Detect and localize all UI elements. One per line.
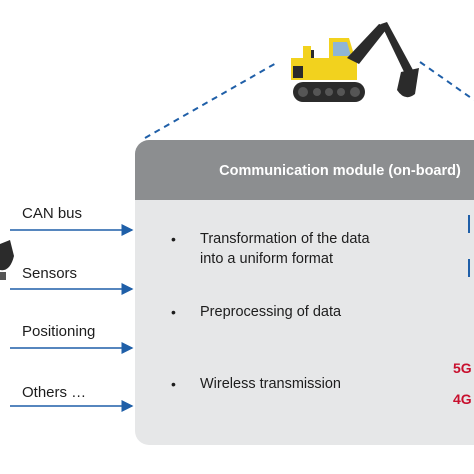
module-title: Communication module (on-board) xyxy=(219,163,461,179)
bullet-dot-1: • xyxy=(171,231,176,247)
dashed-line-right xyxy=(419,61,474,101)
network-label-5g: 5G xyxy=(453,360,472,376)
bullet-dot-2: • xyxy=(171,304,176,320)
bullet-text-preprocessing: Preprocessing of data xyxy=(200,304,342,320)
input-label-others: Others … xyxy=(22,384,87,401)
bullet-text-wireless: Wireless transmission xyxy=(200,376,341,392)
input-label-positioning: Positioning xyxy=(22,323,96,340)
network-label-4g: 4G xyxy=(453,391,472,407)
module-header xyxy=(135,140,474,200)
input-label-sensors: Sensors xyxy=(22,265,78,282)
excavator-icon xyxy=(291,22,419,102)
signal-icon xyxy=(468,215,470,277)
bullet-dot-3: • xyxy=(171,376,176,392)
bullet-text-transformation-line1: Transformation of the data xyxy=(200,231,370,247)
bullet-text-transformation-line2: into a uniform format xyxy=(200,251,333,267)
dashed-line-left xyxy=(144,61,279,139)
input-label-can-bus: CAN bus xyxy=(22,205,83,222)
module-body xyxy=(135,165,474,445)
excavator-bucket-icon xyxy=(0,240,14,280)
